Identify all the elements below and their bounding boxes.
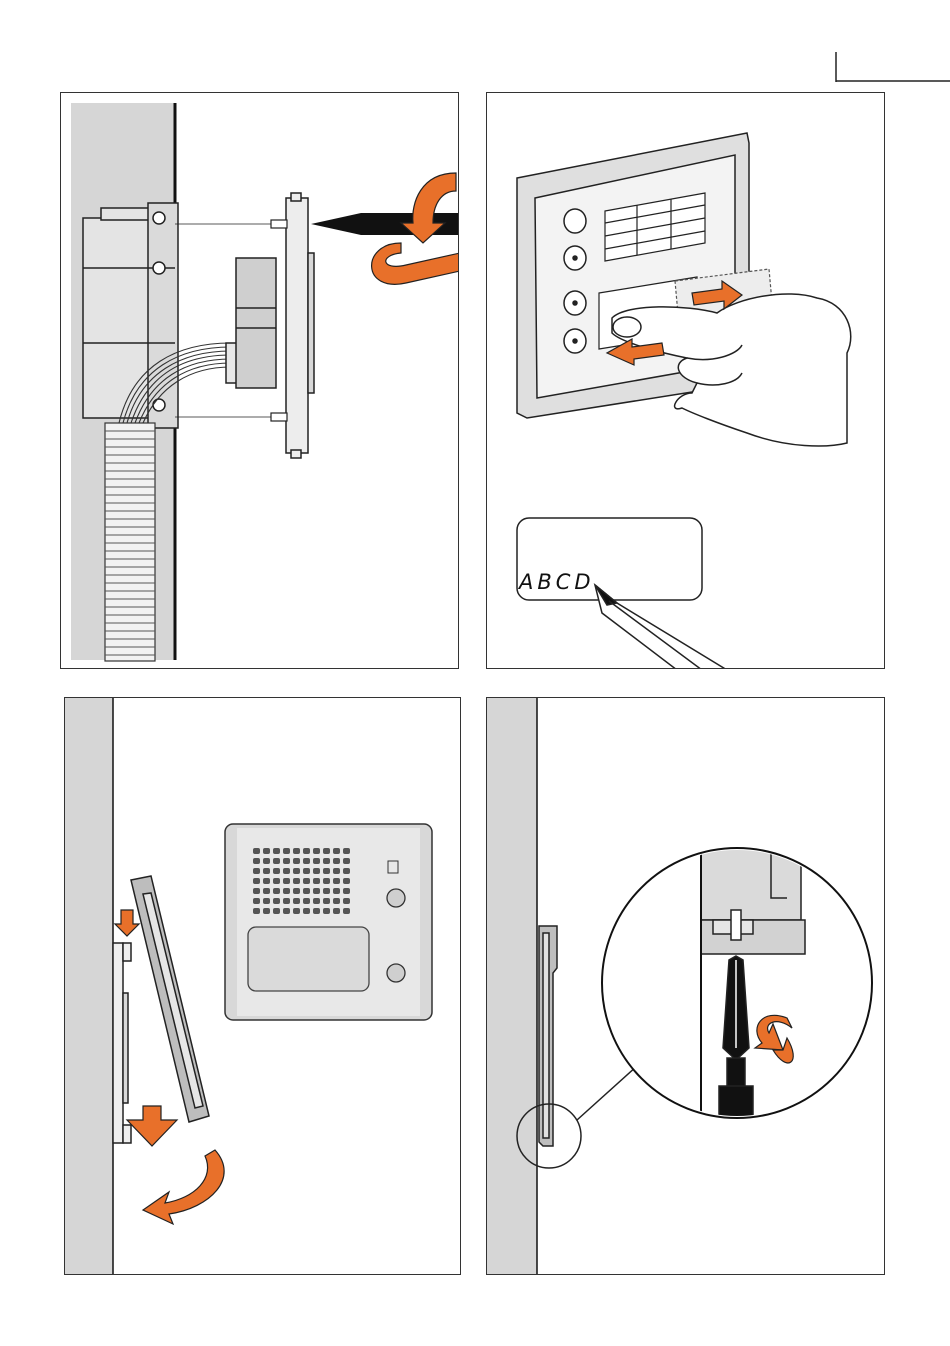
grille-hole xyxy=(253,888,260,894)
grille-hole xyxy=(293,898,300,904)
corner-rule xyxy=(0,0,950,90)
grille-hole xyxy=(303,878,310,884)
grille-hole xyxy=(283,888,290,894)
grille-hole xyxy=(283,898,290,904)
grille-hole xyxy=(313,878,320,884)
mounting-plate xyxy=(113,943,131,1143)
grille-hole xyxy=(273,868,280,874)
grille-hole xyxy=(343,878,350,884)
grille-hole xyxy=(293,858,300,864)
grille-hole xyxy=(343,898,350,904)
grille-hole xyxy=(303,858,310,864)
wall-section xyxy=(487,698,537,1275)
grille-hole xyxy=(313,898,320,904)
grille-hole xyxy=(343,908,350,914)
intercom-front-panel xyxy=(225,824,432,1020)
grille-hole xyxy=(263,878,270,884)
wall-section xyxy=(65,698,113,1275)
grille-hole xyxy=(263,868,270,874)
call-button xyxy=(387,889,405,907)
grille-hole xyxy=(343,848,350,854)
grille-hole xyxy=(253,858,260,864)
rotate-arrow-icon xyxy=(143,1150,224,1224)
grille-hole xyxy=(273,878,280,884)
detail-magnifier xyxy=(602,828,872,1126)
grille-hole xyxy=(323,878,330,884)
grille-hole xyxy=(273,888,280,894)
grille-hole xyxy=(333,888,340,894)
grille-hole xyxy=(273,908,280,914)
label-card-text: ABCD xyxy=(517,570,595,594)
grille-hole xyxy=(323,848,330,854)
panel-step-3 xyxy=(64,697,461,1275)
grille-hole xyxy=(293,908,300,914)
grille-hole xyxy=(343,868,350,874)
grille-hole xyxy=(303,908,310,914)
grille-hole xyxy=(293,848,300,854)
grille-hole xyxy=(313,858,320,864)
grille-hole xyxy=(303,888,310,894)
grille-hole xyxy=(293,868,300,874)
panel-step-4 xyxy=(486,697,885,1275)
screw-bottom xyxy=(175,413,287,421)
grille-hole xyxy=(333,858,340,864)
grille-hole xyxy=(253,908,260,914)
grille-hole xyxy=(293,888,300,894)
grille-hole xyxy=(283,868,290,874)
panel-step-1 xyxy=(60,92,459,669)
grille-hole xyxy=(333,878,340,884)
flush-box xyxy=(83,203,178,428)
grille-hole xyxy=(333,848,340,854)
grille-hole xyxy=(253,898,260,904)
connector-block xyxy=(226,258,276,388)
grille-hole xyxy=(263,888,270,894)
grille-hole xyxy=(313,888,320,894)
grille-hole xyxy=(333,898,340,904)
grille-hole xyxy=(283,848,290,854)
grille-hole xyxy=(253,848,260,854)
grille-hole xyxy=(263,858,270,864)
name-label-window xyxy=(248,927,369,991)
grille-hole xyxy=(313,848,320,854)
grille-hole xyxy=(273,858,280,864)
grille-hole xyxy=(273,898,280,904)
grille-hole xyxy=(253,868,260,874)
label-card: ABCD xyxy=(517,518,702,600)
grille-hole xyxy=(323,898,330,904)
grille-hole xyxy=(283,858,290,864)
grille-hole xyxy=(343,858,350,864)
grille-hole xyxy=(283,908,290,914)
grille-hole xyxy=(313,908,320,914)
grille-hole xyxy=(263,908,270,914)
grille-hole xyxy=(263,898,270,904)
installed-panel-profile xyxy=(539,926,557,1146)
grille-hole xyxy=(333,908,340,914)
grille-hole xyxy=(323,868,330,874)
corrugated-conduit xyxy=(105,423,155,661)
grille-hole xyxy=(273,848,280,854)
grille-hole xyxy=(323,858,330,864)
screw-top xyxy=(175,220,287,228)
grille-hole xyxy=(323,888,330,894)
grille-hole xyxy=(293,878,300,884)
grille-hole xyxy=(283,878,290,884)
grille-hole xyxy=(303,848,310,854)
panel-step-2: ABCD xyxy=(486,92,885,669)
grille-hole xyxy=(303,898,310,904)
grille-hole xyxy=(313,868,320,874)
call-button xyxy=(387,964,405,982)
grille-hole xyxy=(253,878,260,884)
front-panel-profile xyxy=(131,876,209,1122)
grille-hole xyxy=(323,908,330,914)
grille-hole xyxy=(263,848,270,854)
grille-hole xyxy=(303,868,310,874)
mounting-plate xyxy=(286,193,314,458)
grille-hole xyxy=(343,888,350,894)
grille-hole xyxy=(333,868,340,874)
